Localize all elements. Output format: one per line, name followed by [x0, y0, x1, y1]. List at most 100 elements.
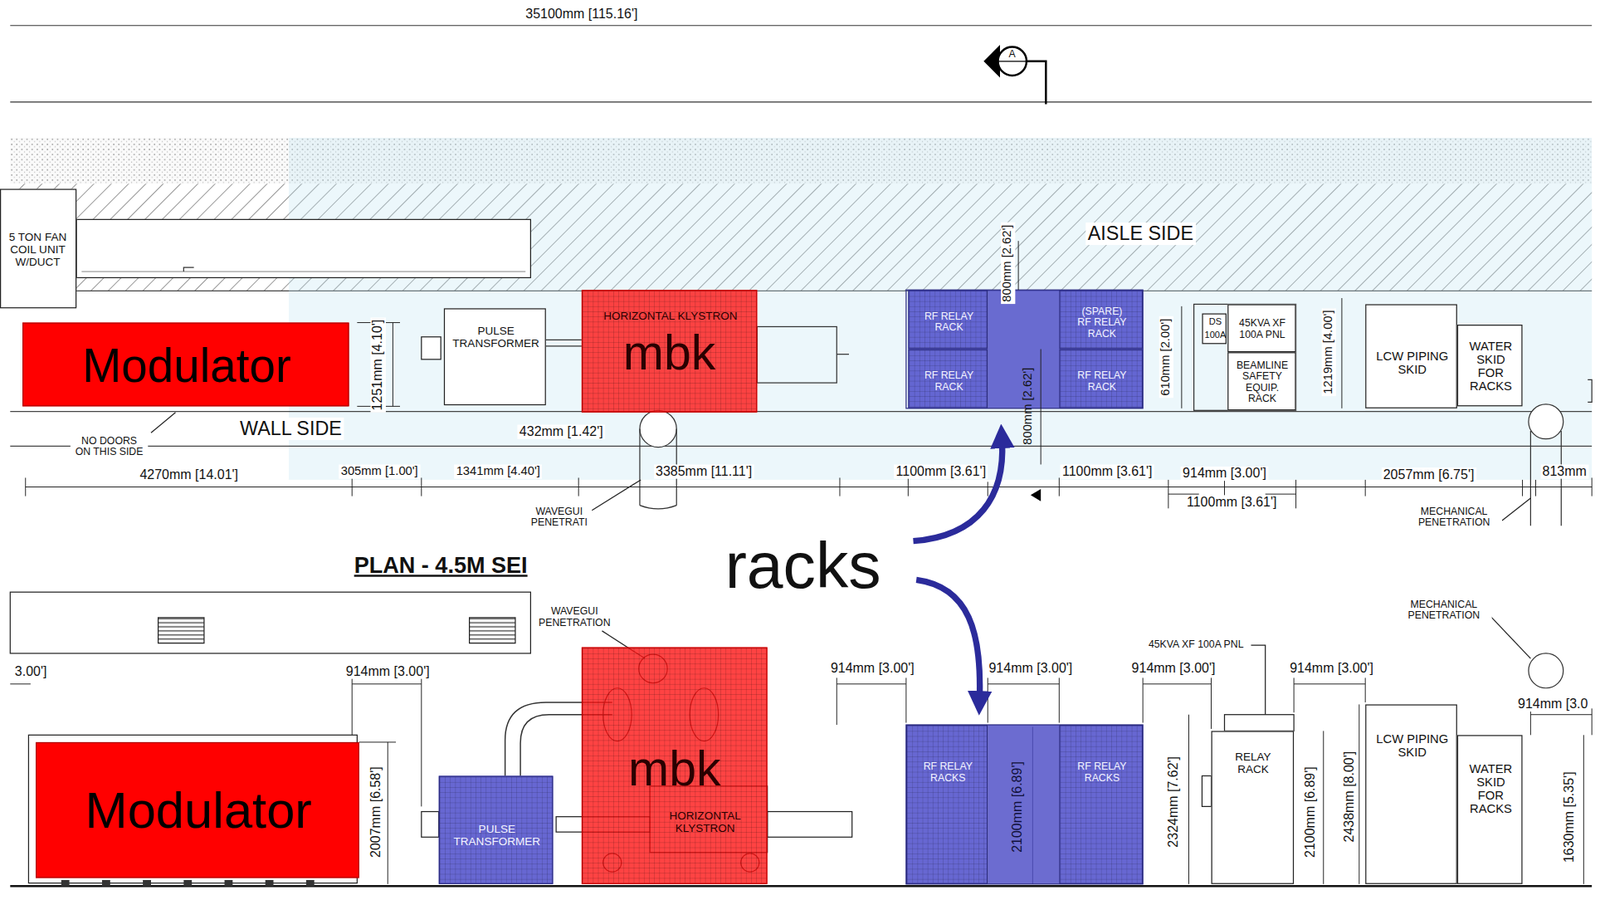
dimension-lines: [387, 741, 389, 884]
equipment-box: RF RELAY RACKS: [1058, 724, 1143, 884]
dimension-text: 914mm [3.0: [1516, 696, 1591, 712]
equipment-box: WATER SKID FOR RACKS: [1457, 324, 1523, 406]
plan-view: [1528, 404, 1564, 440]
dimension-text: 2100mm [6.89']: [1009, 758, 1025, 854]
dimension-text: 800mm [2.62']: [1021, 365, 1036, 447]
dimension-text: 914mm [3.00']: [343, 663, 432, 679]
equipment-name: RF RELAY RACKS: [1076, 760, 1127, 783]
dimension-lines: [25, 486, 1592, 488]
section-letter: A: [1006, 48, 1018, 60]
equipment-name: PULSE TRANSFORMER: [449, 324, 542, 350]
section-mark: [998, 60, 1027, 62]
leader-lines: [591, 479, 641, 511]
overlay-label: Modulator: [39, 782, 357, 840]
equipment-box: DS100A: [1201, 312, 1227, 344]
equipment-name: DS: [1204, 317, 1227, 327]
plan-view: [836, 353, 849, 355]
dimension-lines: [359, 741, 396, 742]
dimension-text: 1100mm [3.61']: [1185, 494, 1279, 510]
dimension-lines: [1030, 488, 1041, 502]
dimension-text: 432mm [1.42']: [517, 424, 605, 440]
equipment-box: PULSE TRANSFORMER: [439, 775, 554, 883]
dimension-lines: [1040, 349, 1042, 465]
elevation-view: [306, 879, 315, 886]
equipment-box: WATER SKID FOR RACKS: [1457, 734, 1523, 884]
dimension-text: 1251mm [4.10']: [370, 317, 386, 413]
dimension-text: 800mm [2.62']: [1000, 222, 1015, 304]
dimension-text: 1100mm [3.61']: [1060, 463, 1155, 479]
elevation-view: [265, 879, 274, 886]
equipment-name: RF RELAY RACK: [1076, 369, 1127, 392]
callout-label: WAVEGUI PENETRATION: [534, 604, 615, 629]
elevation-view: [158, 617, 205, 644]
plan-view: [1194, 303, 1297, 410]
plan-view: [756, 326, 837, 383]
pointer-arrow: [912, 440, 1002, 542]
overlay-label: Modulator: [26, 339, 347, 391]
dimension-text: 305mm [1.00']: [338, 463, 420, 479]
dimension-text: 1630mm [5.35']: [1561, 768, 1577, 864]
section-mark: [998, 47, 1027, 76]
equipment-box: Modulator: [35, 741, 360, 879]
section-mark: [983, 44, 1046, 104]
equipment-box: RF RELAY RACK: [907, 289, 988, 349]
equipment-name: 45KVA XF 100A PNL: [1231, 317, 1293, 340]
leader-lines: [1502, 497, 1531, 521]
plan-view: [421, 336, 441, 360]
plan-view: [1587, 379, 1592, 402]
dimension-lines: [1341, 297, 1342, 409]
dimension-lines: [1583, 734, 1585, 884]
dimension-text: 2324mm [7.62']: [1165, 753, 1181, 849]
equipment-box: BEAMLINE SAFETY EQUIP. RACK: [1227, 351, 1296, 410]
plan-view: [183, 267, 194, 272]
elevation-view: [9, 591, 1592, 886]
equipment-box: 5 TON FAN COIL UNIT W/DUCT: [0, 188, 77, 308]
dimension-lines: [1188, 714, 1190, 884]
dimension-text: 1341mm [4.40']: [453, 463, 542, 479]
pointer-arrow: [912, 440, 1002, 698]
plan-view: [76, 219, 531, 278]
area-label: WALL SIDE: [237, 417, 344, 440]
plan-view: [639, 409, 677, 447]
equipment-name: RF RELAY RACK: [923, 310, 975, 333]
dimension-text: 914mm [3.00']: [1129, 660, 1218, 676]
section-mark: [1026, 61, 1046, 105]
dimension-text: 1219mm [4.00']: [1321, 307, 1337, 396]
dimension-lines: [1180, 306, 1182, 409]
elevation-view: [142, 879, 152, 886]
plan-view: [9, 410, 1592, 412]
equipment-name: HORIZONTAL KLYSTRON: [588, 309, 752, 322]
view-title: PLAN - 4.5M SEI: [351, 551, 530, 578]
leader-lines: [151, 412, 176, 434]
dimension-text: 2438mm [8.00']: [1341, 748, 1357, 844]
overlay-label: mbk: [592, 741, 757, 796]
elevation-view: [9, 591, 531, 654]
elevation-view: [1201, 775, 1211, 806]
elevation-view: [9, 884, 1592, 887]
equipment-box: RELAY RACK: [1211, 730, 1295, 883]
elevation-view: [469, 617, 516, 644]
plan-view: [9, 25, 1592, 527]
elevation-view: [767, 811, 853, 838]
note-text: NO DOORS ON THIS SIDE: [70, 434, 148, 458]
dimension-text: 813mm: [1540, 463, 1589, 479]
leader-lines: [1489, 614, 1531, 659]
dimension-text: 2007mm [6.58']: [367, 763, 383, 859]
elevation-view: [1224, 714, 1295, 732]
equipment-name: BEAMLINE SAFETY EQUIP. RACK: [1230, 359, 1294, 405]
dimension-lines: [1018, 240, 1020, 290]
equipment-box: LCW PIPING SKID: [1365, 303, 1458, 408]
dimension-text: 2057mm [6.75']: [1380, 467, 1477, 483]
dimension-lines: [9, 240, 1592, 884]
elevation-view: [102, 879, 111, 886]
equipment-name: RF RELAY RACKS: [922, 760, 974, 783]
plan-view: [288, 137, 1592, 480]
equipment-name: HORIZONTAL KLYSTRON: [653, 809, 757, 835]
elevation-view: [906, 724, 1143, 884]
dimension-text: 1100mm [3.61']: [893, 463, 988, 479]
equipment-box: mbkHORIZONTAL KLYSTRON: [581, 647, 768, 884]
leader-lines: [151, 412, 1531, 715]
callout-label: WAVEGUI PENETRATI: [526, 504, 592, 528]
equipment-box: RF RELAY RACK: [907, 349, 988, 409]
dimension-text: 914mm [3.00']: [1180, 465, 1269, 481]
